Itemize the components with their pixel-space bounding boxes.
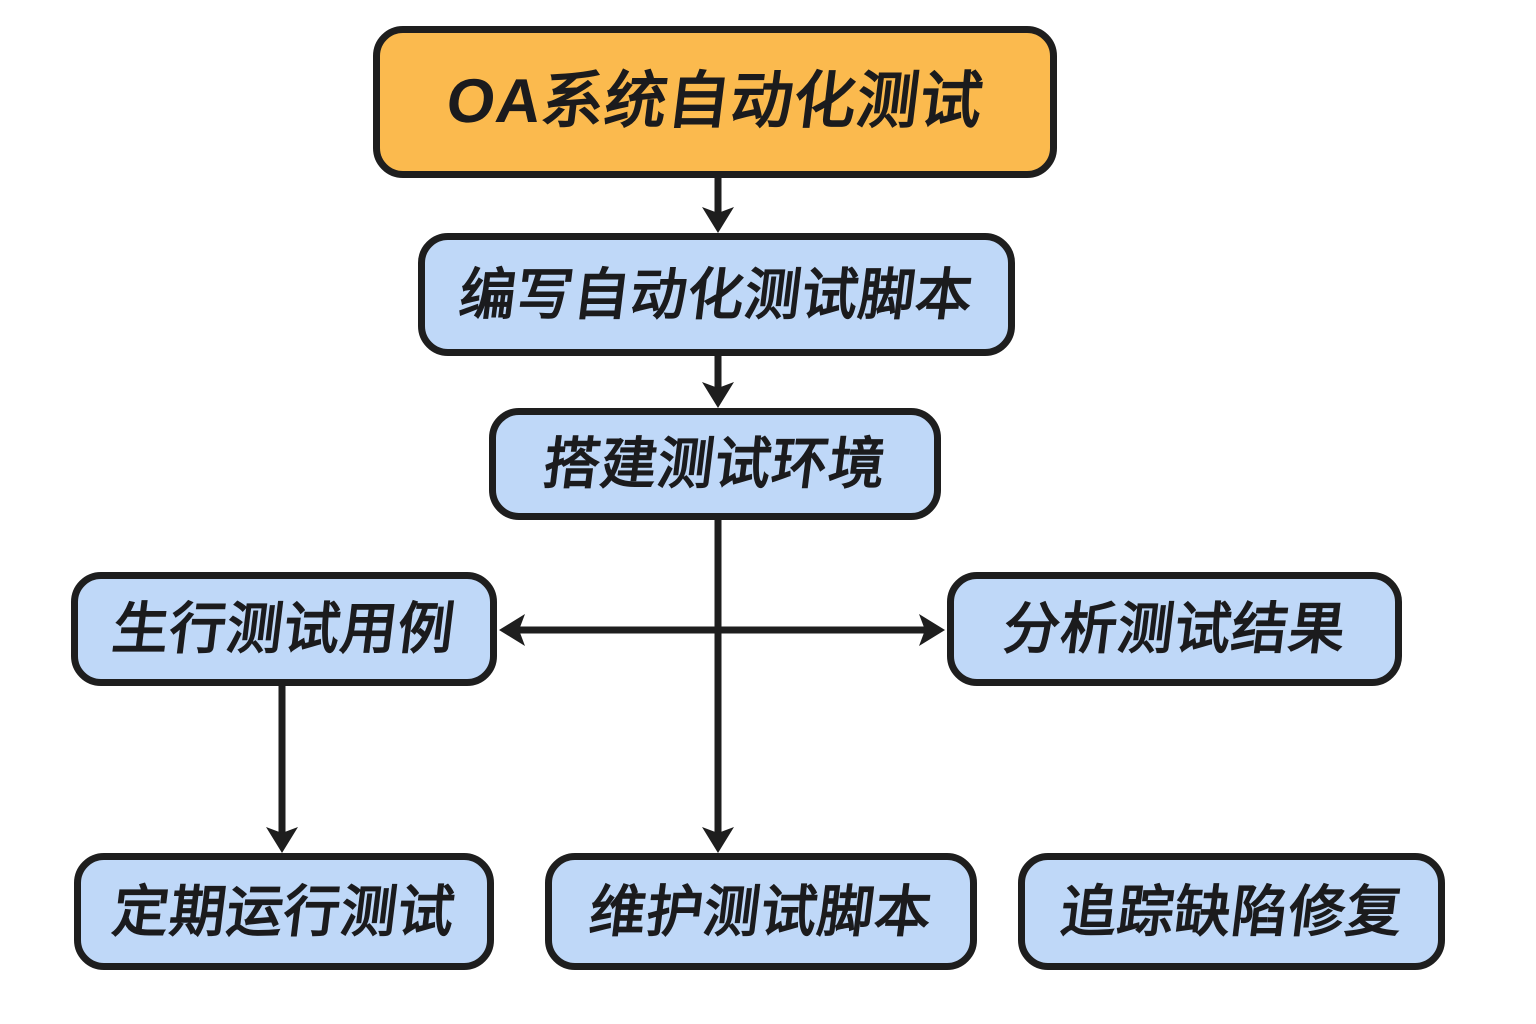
node-label: 生行测试用例	[109, 597, 459, 660]
node-analyze-test-results: 分析测试结果	[947, 572, 1402, 686]
edge-setup-env-to-maintain-scripts	[702, 518, 734, 853]
node-run-tests-periodically: 定期运行测试	[74, 853, 494, 970]
node-maintain-test-scripts: 维护测试脚本	[545, 853, 977, 970]
node-oa-automation-testing: OA系统自动化测试	[373, 26, 1057, 178]
node-label: 分析测试结果	[999, 597, 1350, 660]
edge-root-to-write-scripts	[702, 176, 734, 233]
node-write-automation-scripts: 编写自动化测试脚本	[418, 233, 1015, 356]
edge-write-scripts-to-setup-env	[702, 354, 734, 408]
node-label: OA系统自动化测试	[442, 67, 988, 136]
node-label: 定期运行测试	[109, 879, 459, 943]
node-label: 维护测试脚本	[586, 879, 936, 943]
edge-branch-execute-and-analyze	[499, 614, 945, 646]
node-execute-test-cases: 生行测试用例	[71, 572, 497, 686]
node-track-defect-fixes: 追踪缺陷修复	[1018, 853, 1445, 970]
node-label: 搭建测试环境	[540, 432, 890, 495]
edge-execute-cases-to-periodic-run	[266, 684, 298, 853]
node-label: 追踪缺陷修复	[1056, 879, 1407, 943]
node-setup-test-environment: 搭建测试环境	[489, 408, 941, 520]
node-label: 编写自动化测试脚本	[456, 262, 977, 326]
